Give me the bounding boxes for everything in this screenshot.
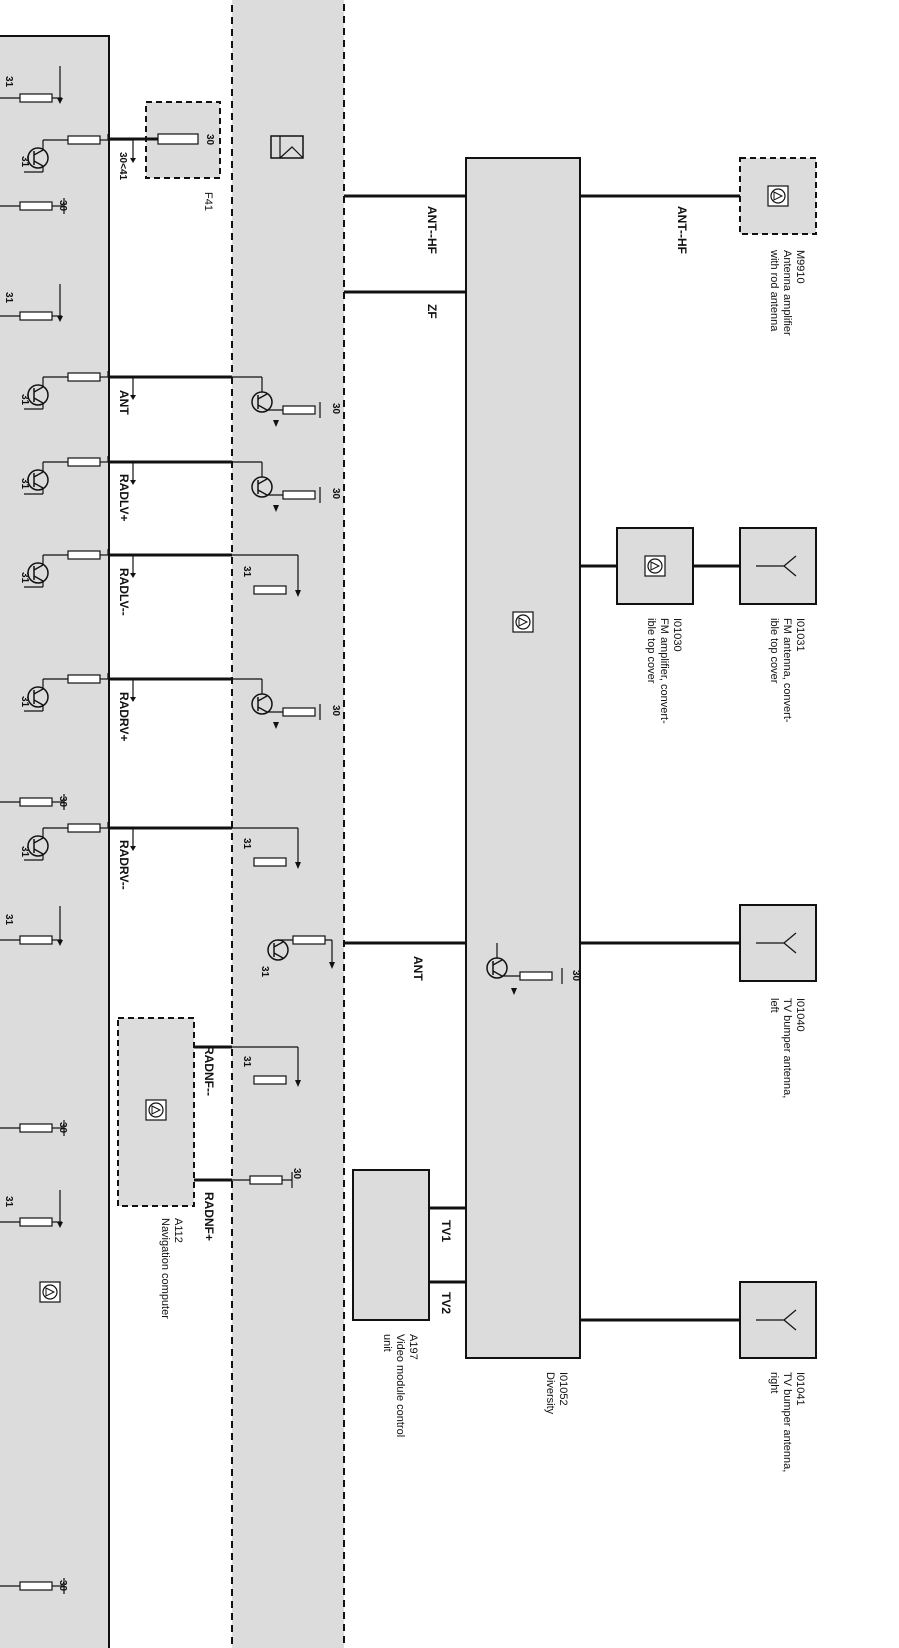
f41-id: F41	[202, 192, 214, 211]
i01030-desc-2: ible top cover	[645, 618, 657, 684]
svg-text:31: 31	[3, 1196, 14, 1208]
radio-panel	[0, 35, 110, 1648]
a197-id: A197	[407, 1334, 419, 1360]
svg-text:30: 30	[570, 970, 581, 982]
svg-text:31: 31	[3, 292, 14, 304]
i01052-id: I01052	[557, 1372, 569, 1406]
a112-id: A112	[172, 1218, 184, 1243]
svg-text:30: 30	[57, 796, 68, 808]
svg-text:31: 31	[3, 914, 14, 926]
svg-text:31: 31	[241, 1056, 252, 1068]
svg-text:31: 31	[19, 156, 30, 168]
i01030-amp-icon	[644, 555, 666, 577]
i01040-desc-1: TV bumper antenna,	[781, 998, 793, 1098]
m9910-desc-1: Antenna amplifier	[781, 250, 793, 336]
navigation-amp-icon	[145, 1099, 167, 1121]
svg-text:30: 30	[330, 403, 341, 415]
svg-text:M9910: M9910	[794, 250, 806, 284]
a197-desc-1: Video module control	[394, 1334, 406, 1437]
svg-text:30: 30	[291, 1168, 302, 1180]
i01030-desc-1: FM amplifier, convert-	[658, 618, 670, 724]
i01030-id: I01030	[671, 618, 683, 652]
signal-ant-left: ANT	[117, 390, 131, 415]
m9910-amp-icon	[767, 185, 789, 207]
svg-text:31: 31	[19, 394, 30, 406]
signal-ant-hf-right: ANT--HF	[675, 206, 689, 254]
i01031-id: I01031	[794, 618, 806, 652]
signal-radlv-minus: RADLV--	[117, 568, 131, 616]
svg-text:30: 30	[57, 200, 68, 212]
signal-fuse-term: 30<41	[117, 152, 128, 181]
i01040-id: I01040	[794, 998, 806, 1032]
signal-radrv-plus: RADRV+	[117, 692, 131, 741]
i01041-desc-1: TV bumper antenna,	[781, 1372, 793, 1472]
signal-ant-mid: ANT	[411, 956, 425, 981]
pin-labels: 30 30 30 30 30 30 30 30 30 30 31 31 31 3…	[3, 76, 581, 1592]
svg-text:30: 30	[204, 134, 215, 146]
signal-labels: ANT--HF ANT--HF ZF ANT ANT RADLV+ RADLV-…	[117, 152, 689, 1314]
svg-text:31: 31	[259, 966, 270, 978]
left-panel-stages	[0, 66, 136, 1594]
video-module-box	[352, 1169, 430, 1321]
m9910-desc-2: with rod antenna	[768, 249, 780, 332]
svg-text:30: 30	[330, 488, 341, 500]
i01031-desc-2: ible top cover	[768, 618, 780, 684]
signal-tv1: TV1	[439, 1220, 453, 1242]
diversity-box	[465, 157, 581, 1359]
radio-amp-icon	[39, 1281, 61, 1303]
signal-ant-hf-mid: ANT--HF	[425, 206, 439, 254]
svg-text:31: 31	[241, 566, 252, 578]
signal-radnf-plus: RADNF+	[202, 1192, 216, 1241]
a197-desc-2: unit	[381, 1334, 393, 1352]
antenna-module-panel	[231, 0, 345, 1648]
signal-zf: ZF	[425, 304, 439, 319]
middle-panel-stages	[232, 376, 563, 1188]
i01041-desc-2: right	[768, 1372, 780, 1393]
i01041-id: I01041	[794, 1372, 806, 1406]
a112-desc: Navigation computer	[159, 1218, 171, 1319]
i01031-desc-1: FM antenna, convert-	[781, 618, 793, 723]
fuse-icon	[270, 135, 304, 159]
svg-text:30: 30	[57, 1580, 68, 1592]
signal-tv2: TV2	[439, 1292, 453, 1314]
svg-text:31: 31	[3, 76, 14, 88]
svg-text:31: 31	[241, 838, 252, 850]
i01040-desc-2: left	[768, 998, 780, 1013]
svg-text:30: 30	[330, 705, 341, 717]
wires	[109, 194, 740, 1322]
component-labels: M9910 Antenna amplifier with rod antenna…	[159, 192, 806, 1472]
svg-text:30: 30	[57, 1122, 68, 1134]
diversity-amp-icon	[512, 611, 534, 633]
signal-radlv-plus: RADLV+	[117, 474, 131, 521]
svg-text:31: 31	[19, 696, 30, 708]
svg-text:31: 31	[19, 478, 30, 490]
signal-radnf-minus: RADNF--	[202, 1046, 216, 1096]
m9910-id: M9910	[794, 250, 806, 284]
signal-radrv-minus: RADRV--	[117, 840, 131, 890]
svg-text:31: 31	[19, 846, 30, 858]
i01052-desc: Diversity	[544, 1372, 556, 1415]
svg-text:31: 31	[19, 572, 30, 584]
